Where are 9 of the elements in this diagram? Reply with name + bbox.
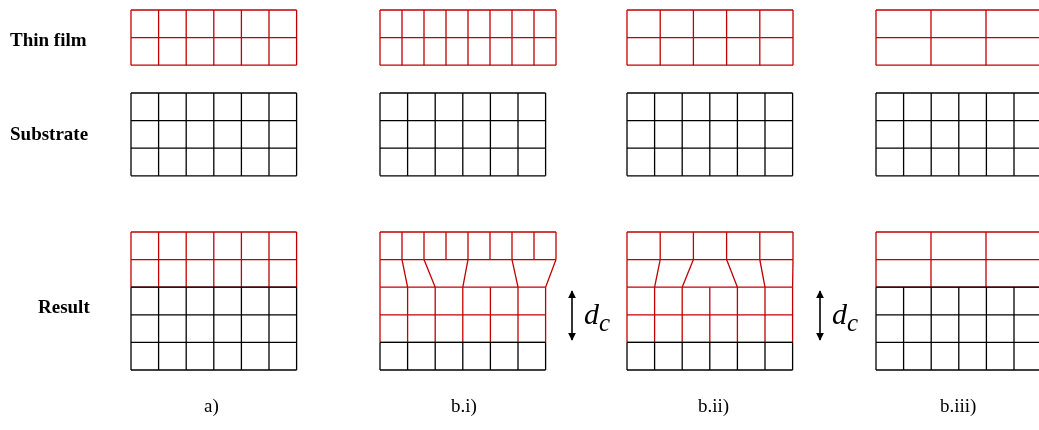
row-label: Substrate bbox=[10, 124, 89, 143]
panel-label: b.i) bbox=[451, 396, 477, 415]
panel-label: b.iii) bbox=[940, 396, 977, 415]
row-label: Thin film bbox=[10, 30, 87, 49]
row-label: Result bbox=[38, 297, 90, 316]
dimension-label: d$_{c}$ bbox=[584, 299, 611, 335]
panel-label: a) bbox=[204, 396, 219, 415]
panel-label: b.ii) bbox=[698, 396, 730, 415]
dimension-label: d$_{c}$ bbox=[832, 299, 859, 335]
